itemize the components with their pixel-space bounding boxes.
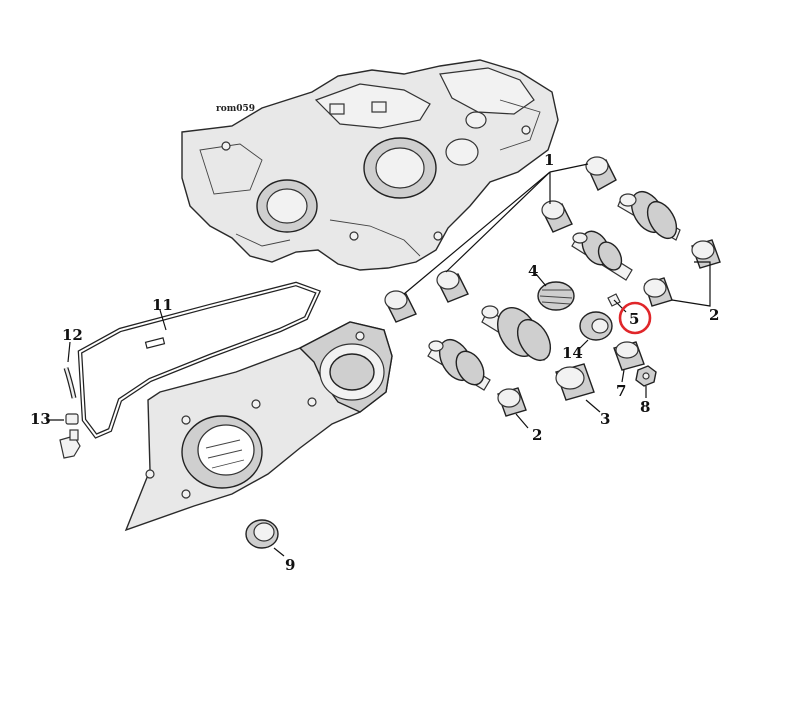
highlight-circle xyxy=(618,301,652,335)
bushings-group-1 xyxy=(384,156,617,323)
spacer-7 xyxy=(613,341,645,371)
bushing xyxy=(384,290,417,323)
gear-cover xyxy=(124,321,393,532)
camshaft-middle xyxy=(571,230,633,281)
callout-12: 12 xyxy=(62,326,83,344)
gear-14 xyxy=(579,311,613,341)
bushing xyxy=(497,387,527,417)
camshaft-lower-center xyxy=(481,305,552,361)
bushing-3 xyxy=(555,363,595,401)
nut-8 xyxy=(635,365,657,387)
callout-14: 14 xyxy=(562,344,583,362)
callout-4: 4 xyxy=(528,262,538,280)
callout-labels: 1 2 2 3 4 5 7 8 9 11 12 13 14 xyxy=(30,151,719,574)
bushing xyxy=(691,239,721,269)
camshaft-lower-left xyxy=(427,339,491,391)
diagram-code: rom059 xyxy=(216,104,255,114)
fitting-parts xyxy=(59,413,81,459)
hose-part xyxy=(63,367,77,399)
crankcase xyxy=(181,59,559,271)
callout-5: 5 xyxy=(629,310,639,328)
bushing xyxy=(643,277,673,307)
oil-seal xyxy=(245,519,279,549)
cover-gasket xyxy=(77,281,322,439)
camshaft-upper xyxy=(617,191,681,241)
callout-13: 13 xyxy=(30,410,51,428)
bushings-group-2 xyxy=(497,239,721,417)
bushing xyxy=(436,270,469,303)
callout-2-lower: 2 xyxy=(532,426,542,444)
callout-8: 8 xyxy=(640,398,650,416)
callout-2-right: 2 xyxy=(709,306,719,324)
callout-7: 7 xyxy=(616,382,626,400)
gear-4 xyxy=(537,281,575,311)
callout-11: 11 xyxy=(152,296,173,314)
bushing xyxy=(541,200,573,233)
callout-9: 9 xyxy=(285,556,295,574)
leader-lines xyxy=(46,163,711,557)
bushing xyxy=(585,156,617,191)
callout-3: 3 xyxy=(600,410,610,428)
callout-1: 1 xyxy=(544,151,554,169)
